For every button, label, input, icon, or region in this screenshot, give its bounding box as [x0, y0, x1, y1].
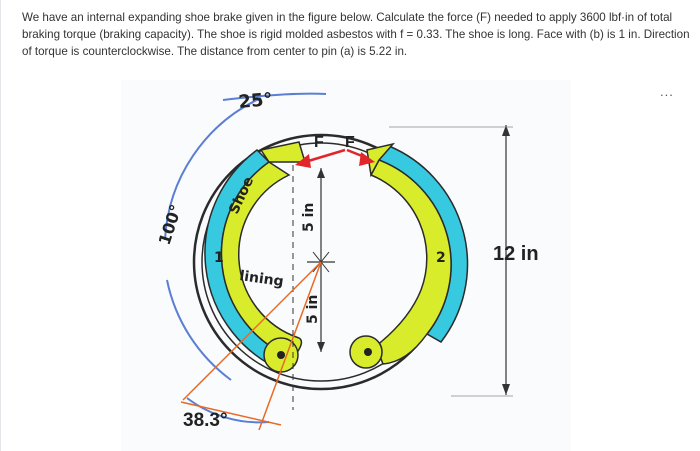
diameter-arrow-bottom	[502, 384, 510, 395]
dimension-lower-label: 5 in	[305, 295, 321, 324]
shoe-number-2: 2	[436, 250, 446, 266]
diameter-label: 12 in	[493, 243, 539, 265]
question-text: We have an internal expanding shoe brake…	[22, 11, 690, 58]
dimension-arrow-top	[317, 168, 325, 178]
left-pin	[277, 351, 285, 359]
guide-line-left	[182, 261, 322, 401]
brake-figure: F F 25° 100° Shoe lining 5 in 5 in 1 2 1…	[121, 80, 571, 451]
brake-diagram: F F 25° 100° Shoe lining 5 in 5 in 1 2 1…	[155, 89, 539, 431]
shoe-number-1: 1	[214, 250, 224, 266]
lining-label: lining	[238, 268, 284, 290]
force-arrowhead-right	[359, 152, 375, 166]
diameter-arrow-top	[502, 125, 510, 136]
left-shoe	[220, 161, 303, 359]
dimension-upper-label: 5 in	[301, 203, 317, 232]
more-options-button[interactable]: ...	[660, 84, 674, 99]
force-label-left: F	[314, 134, 324, 151]
force-arrowhead-left	[295, 154, 311, 168]
angle-38-label: 38.3°	[183, 410, 228, 431]
dimension-arrow-bottom	[317, 342, 325, 352]
force-arrow-left	[304, 148, 346, 164]
angle-100-arc-upper	[164, 97, 262, 241]
right-shoe	[369, 159, 452, 365]
angle-38-arc	[186, 397, 270, 424]
guide-line-base	[180, 401, 282, 426]
angle-100-label: 100°	[155, 202, 186, 247]
angle-25-label: 25°	[238, 89, 274, 113]
right-pin	[364, 348, 372, 356]
left-shoe-tip	[259, 141, 307, 163]
angle-25-arc	[222, 92, 327, 101]
guide-line-right	[258, 261, 322, 431]
angle-100-arc-lower	[166, 279, 232, 381]
force-label-right: F	[345, 134, 355, 151]
